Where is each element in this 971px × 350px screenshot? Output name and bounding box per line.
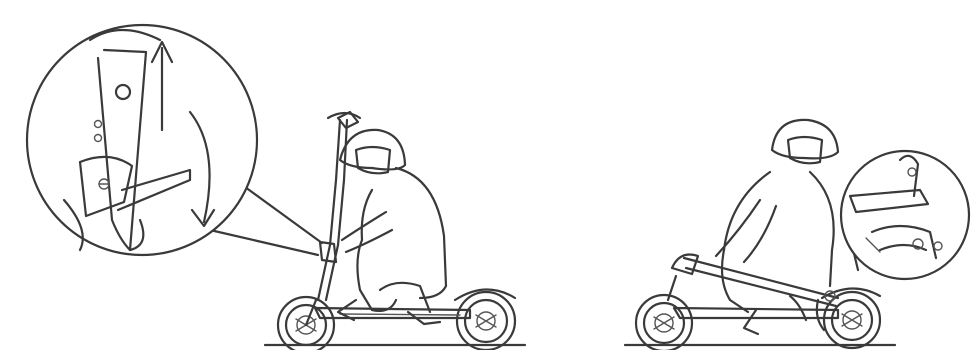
rear-wheel-left — [455, 289, 515, 350]
panel-unfold — [27, 25, 525, 350]
person-crouching-left — [338, 130, 446, 324]
magnifier-fold-detail — [841, 151, 969, 279]
stem-left — [306, 112, 360, 325]
leader-line-bottom-left — [210, 230, 318, 255]
leader-line-top-left — [245, 187, 322, 243]
folded-stem-right — [668, 255, 838, 307]
panel-fold — [625, 120, 969, 350]
front-wheel-right — [636, 295, 692, 350]
magnifier-unfold-detail — [27, 25, 257, 255]
